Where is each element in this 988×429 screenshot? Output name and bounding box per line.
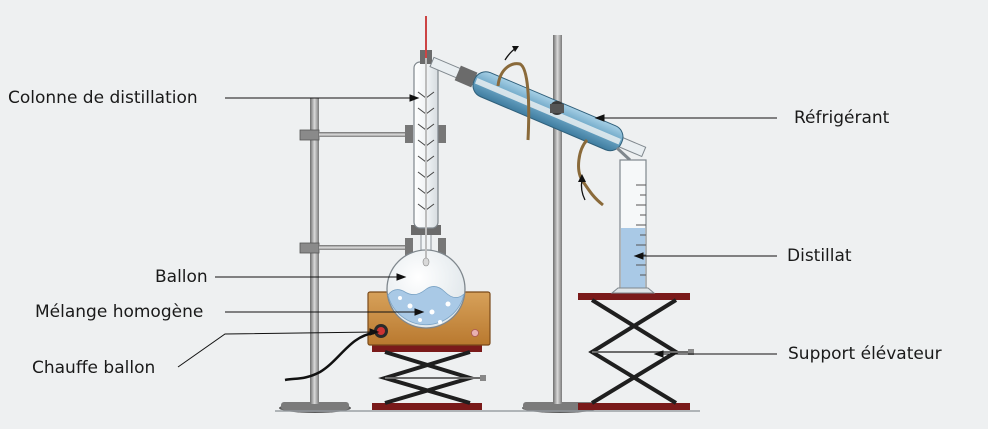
label-heating-mantle: Chauffe ballon [32,358,156,378]
left-lab-jack [372,345,486,410]
label-flask: Ballon [155,267,208,287]
label-distillate: Distillat [787,246,852,266]
right-lab-jack [578,293,694,410]
leader-lines [177,94,777,368]
label-condenser: Réfrigérant [794,108,890,128]
label-homogeneous-mixture: Mélange homogène [35,302,204,322]
label-distillation-column: Colonne de distillation [8,88,198,108]
round-bottom-flask [386,231,466,329]
distillation-column [411,16,441,267]
label-lab-jack: Support élévateur [788,344,942,364]
condenser [429,56,647,158]
graduated-cylinder [610,159,656,294]
